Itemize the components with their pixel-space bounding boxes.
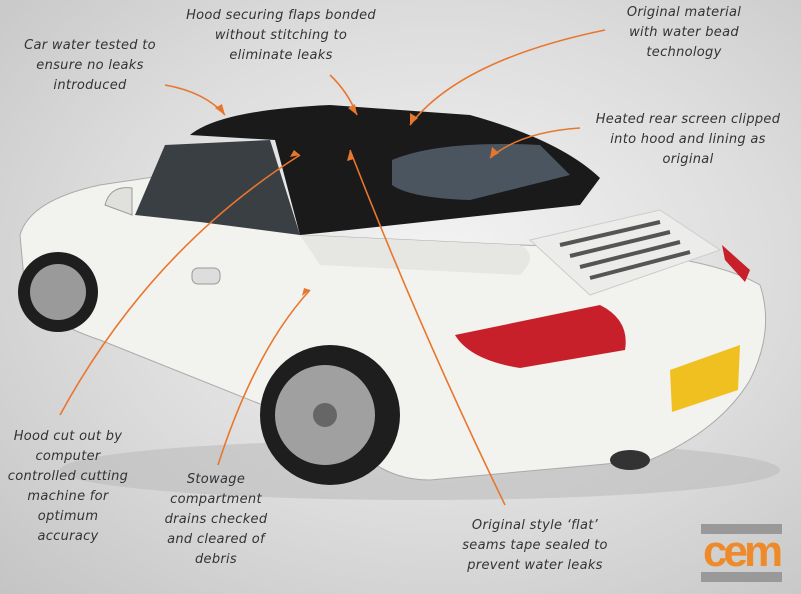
logo-bar-top xyxy=(701,524,782,534)
note-line: Hood securing flaps bonded xyxy=(186,8,376,23)
note-line: Heated rear screen clipped xyxy=(595,112,781,127)
note-line: Car water tested to xyxy=(24,38,156,53)
note-line: Stowage xyxy=(186,472,246,487)
note-line: and cleared of xyxy=(167,532,265,547)
note-water-tested: Car water tested to ensure no leaks intr… xyxy=(24,36,156,96)
note-line: without stitching to xyxy=(214,28,348,43)
note-line: accuracy xyxy=(37,529,99,544)
logo-text: cem xyxy=(703,527,783,576)
annotation-arrows xyxy=(59,29,606,506)
note-flaps-bonded: Hood securing flaps bonded without stitc… xyxy=(186,6,376,66)
note-line: technology xyxy=(646,45,722,60)
logo-bar-bottom xyxy=(701,572,782,582)
note-line: computer xyxy=(35,449,101,464)
note-line: debris xyxy=(194,552,238,567)
note-original-material: Original material with water bead techno… xyxy=(627,3,741,63)
note-line: ensure no leaks xyxy=(36,58,144,73)
note-line: optimum xyxy=(37,509,99,524)
note-line: compartment xyxy=(170,492,262,507)
note-line: seams tape sealed to xyxy=(462,538,608,553)
note-line: controlled cutting xyxy=(7,469,129,484)
note-line: prevent water leaks xyxy=(467,558,603,573)
note-line: into hood and lining as xyxy=(610,132,766,147)
note-line: Original material xyxy=(626,5,742,20)
cem-logo: cem xyxy=(701,524,783,582)
note-stowage: Stowage compartment drains checked and c… xyxy=(165,470,268,570)
note-line: Hood cut out by xyxy=(13,429,123,444)
note-hood-cut: Hood cut out by computer controlled cutt… xyxy=(8,427,128,547)
note-line: drains checked xyxy=(164,512,268,527)
note-line: with water bead xyxy=(629,25,739,40)
note-line: original xyxy=(662,152,714,167)
note-heated-screen: Heated rear screen clipped into hood and… xyxy=(596,110,781,170)
note-line: eliminate leaks xyxy=(229,48,333,63)
note-line: Original style ‘flat’ xyxy=(471,518,599,533)
note-line: introduced xyxy=(53,78,127,93)
note-line: machine for xyxy=(27,489,109,504)
note-seams: Original style ‘flat’ seams tape sealed … xyxy=(462,516,608,576)
